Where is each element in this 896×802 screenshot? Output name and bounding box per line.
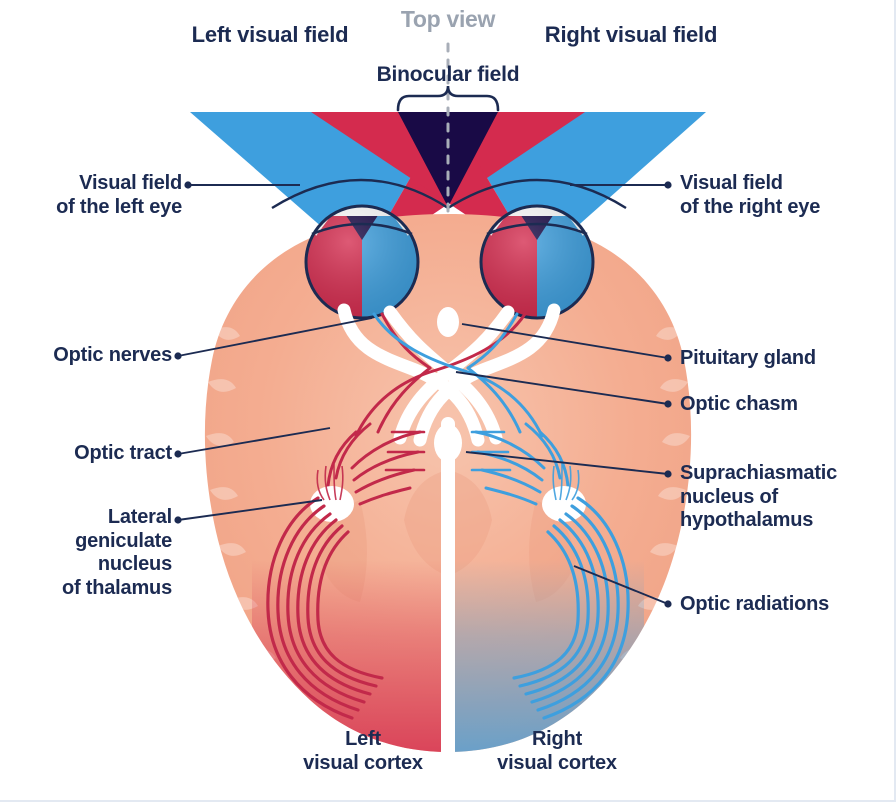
suprachiasmatic-fibers-left <box>384 430 426 472</box>
leader-optic-radiations <box>573 565 669 605</box>
leader-pituitary <box>461 323 669 359</box>
left-visual-field-header: Left visual field <box>191 22 349 47</box>
label-optic-nerves: Optic nerves <box>53 344 172 366</box>
suprachiasmatic-fibers-right <box>470 430 512 472</box>
label-left-visual-cortex: Left visual cortex <box>303 728 423 774</box>
lgn-fine-fibers-right <box>552 463 580 501</box>
label-visual-field-left-eye: Visual field of the left eye <box>56 172 182 218</box>
pituitary-gland-node <box>437 307 459 337</box>
leader-lines <box>174 181 672 608</box>
leader-optic-tract <box>177 427 331 455</box>
right-field-arc <box>447 178 627 210</box>
label-lateral-geniculate-nucleus: Lateral geniculate nucleus of thalamus <box>61 506 172 599</box>
right-eye <box>479 204 595 320</box>
label-optic-radiations: Optic radiations <box>680 593 830 615</box>
leader-lgn <box>177 499 323 521</box>
label-optic-tract: Optic tract <box>74 442 172 464</box>
label-pituitary-gland: Pituitary gland <box>680 347 816 369</box>
label-optic-chasm: Optic chasm <box>680 393 798 415</box>
leader-suprachiasmatic <box>465 451 669 475</box>
leader-optic-nerves <box>177 317 373 357</box>
right-visual-field-header: Right visual field <box>544 22 718 47</box>
binocular-field-brace <box>396 85 500 112</box>
lgn-fine-fibers-left <box>316 463 344 501</box>
top-view-label: Top view <box>400 6 496 32</box>
left-eye <box>304 204 420 320</box>
optic-fibers-blue <box>372 312 544 438</box>
optic-radiations-left <box>266 496 384 720</box>
left-field-arc <box>271 178 449 210</box>
label-visual-field-right-eye: Visual field of the right eye <box>680 172 821 218</box>
optic-radiations-right <box>512 496 630 720</box>
leader-optic-chasm <box>455 371 669 405</box>
label-suprachiasmatic-nucleus: Suprachiasmatic nucleus of hypothalamus <box>680 462 838 532</box>
binocular-field-header: Binocular field <box>376 63 520 86</box>
suprachiasmatic-nucleus-node <box>434 424 462 462</box>
label-right-visual-cortex: Right visual cortex <box>497 728 617 774</box>
